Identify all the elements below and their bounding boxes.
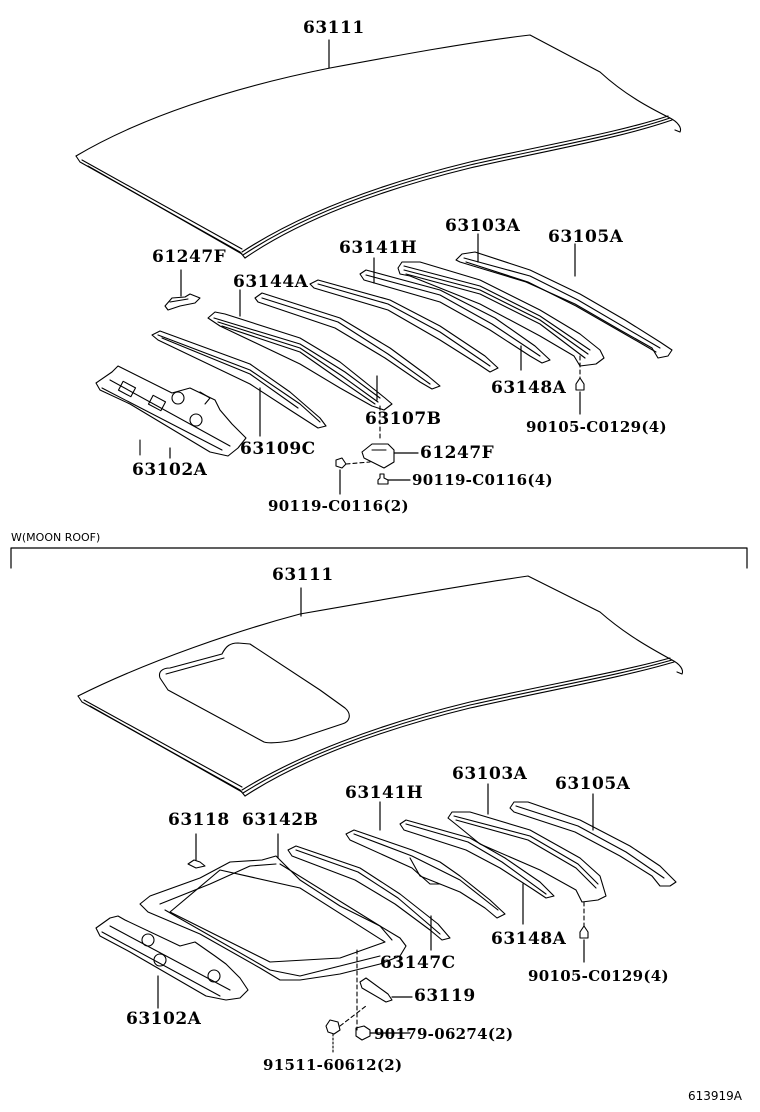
label-bow-rear: 63148A: [491, 378, 567, 398]
label-clip-rear-moonroof: 90105-C0129(4): [528, 967, 669, 985]
clip-90105-bottom: [579, 901, 589, 963]
rail-63105a: [455, 251, 673, 359]
label-roof-panel: 63111: [303, 18, 365, 38]
label-screw-left: 90119-C0116(2): [268, 497, 409, 515]
label-rail-rear-outer-moonroof: 63105A: [555, 774, 631, 794]
label-reinforcement-center-moonroof: 63141H: [345, 783, 424, 803]
label-screw-moonroof: 91511-60612(2): [263, 1056, 403, 1074]
section-divider: [10, 547, 748, 569]
bow-63107b: [254, 292, 441, 390]
reinforcement-63141h-moonroof: [345, 829, 506, 919]
drain-bracket-63119: [356, 949, 413, 1031]
bow-63109c: [151, 330, 327, 429]
screw-91511: [325, 1005, 367, 1055]
bracket-61247F-lower: [335, 405, 419, 495]
label-clip-rear: 90105-C0129(4): [526, 418, 667, 436]
label-rail-rear-outer: 63105A: [548, 227, 624, 247]
label-reinforcement-front: 63144A: [233, 272, 309, 292]
clip-90105-top: [575, 355, 585, 415]
bracket-63118: [187, 859, 206, 869]
label-bracket-front-moonroof: 63118: [168, 810, 230, 830]
bow-63147c: [287, 845, 451, 941]
label-bow-rear-moonroof: 63148A: [491, 929, 567, 949]
roof-panel-standard: [75, 34, 682, 259]
label-bracket-front: 61247F: [152, 247, 227, 267]
bracket-61247F-top: [164, 293, 201, 311]
rail-63103a-moonroof: [447, 811, 607, 903]
label-drain-bracket: 63119: [414, 986, 476, 1006]
label-reinforcement-center: 63141H: [339, 238, 418, 258]
label-front-header: 63102A: [132, 460, 208, 480]
front-header-moonroof: [95, 915, 249, 1001]
rail-63103a: [397, 261, 605, 367]
label-bow-center: 63107B: [365, 409, 442, 429]
label-rail-rear-inner-moonroof: 63103A: [452, 764, 528, 784]
section-caption-moon-roof: W(MOON ROOF): [11, 531, 101, 544]
label-rail-rear-inner: 63103A: [445, 216, 521, 236]
label-screw-right: 90119-C0116(4): [412, 471, 553, 489]
bow-63148a-moonroof: [399, 819, 555, 899]
label-nut: 90179-06274(2): [374, 1025, 514, 1043]
label-bow-front: 63109C: [240, 439, 316, 459]
label-roof-panel-moonroof: 63111: [272, 565, 334, 585]
reinforcement-63141h: [309, 279, 499, 373]
label-bow-front-moonroof: 63147C: [380, 953, 456, 973]
bow-63148a: [359, 269, 551, 364]
reinforcement-63144a: [207, 311, 393, 411]
sunroof-frame-63142b: [139, 855, 407, 981]
label-front-header-moonroof: 63102A: [126, 1009, 202, 1029]
roof-panel-moonroof: [77, 575, 684, 797]
label-sunroof-frame: 63142B: [242, 810, 319, 830]
label-bracket-lower: 61247F: [420, 443, 495, 463]
nut-90179: [355, 1025, 411, 1041]
rail-63105a-moonroof: [509, 801, 677, 887]
illustration-code: 613919A: [688, 1089, 743, 1103]
front-header-standard: [95, 365, 247, 457]
